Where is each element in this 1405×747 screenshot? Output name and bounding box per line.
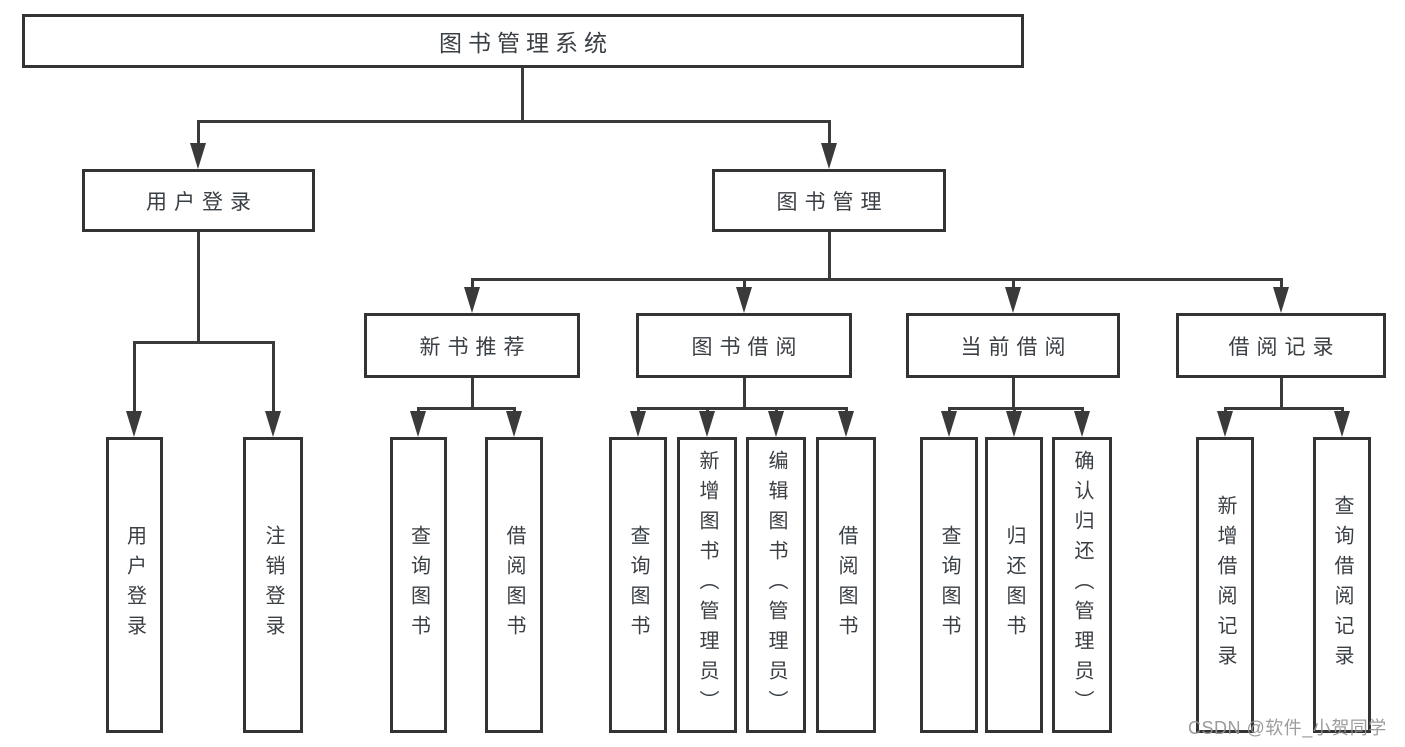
connector-stem-root bbox=[520, 68, 524, 123]
arrow-down-icon bbox=[941, 411, 957, 437]
arrow-down-icon bbox=[1006, 411, 1022, 437]
node-leaf-borrow-book-recommend: 借阅图书 bbox=[485, 437, 543, 733]
connector-bar-borrow-record bbox=[1223, 407, 1344, 410]
node-label-leaf-add-book-admin: 新增图书（管理员） bbox=[696, 450, 718, 720]
arrow-down-icon bbox=[410, 411, 426, 437]
node-leaf-return-book: 归还图书 bbox=[985, 437, 1043, 733]
arrow-down-icon bbox=[736, 287, 752, 313]
connector-drop-user-login bbox=[271, 341, 275, 427]
node-label-leaf-confirm-return-admin: 确认归还（管理员） bbox=[1071, 450, 1093, 720]
arrow-down-icon bbox=[464, 287, 480, 313]
node-label-new-book-recommend: 新书推荐 bbox=[419, 335, 532, 359]
connector-drop-root bbox=[196, 120, 200, 159]
arrow-down-icon bbox=[265, 411, 281, 437]
arrow-down-icon bbox=[1334, 411, 1350, 437]
arrow-down-icon bbox=[838, 411, 854, 437]
node-root: 图书管理系统 bbox=[22, 14, 1024, 68]
arrow-down-icon bbox=[699, 411, 715, 437]
node-leaf-query-book-borrow: 查询图书 bbox=[609, 437, 667, 733]
node-label-leaf-query-book-borrow: 查询图书 bbox=[627, 525, 649, 645]
arrow-down-icon bbox=[506, 411, 522, 437]
node-leaf-logout-login: 注销登录 bbox=[243, 437, 303, 733]
node-borrow-record: 借阅记录 bbox=[1176, 313, 1386, 378]
watermark: CSDN @软件_小贺同学 bbox=[1188, 718, 1387, 738]
arrow-down-icon bbox=[768, 411, 784, 437]
node-leaf-user-login: 用户登录 bbox=[106, 437, 163, 733]
node-label-leaf-query-borrow-record: 查询借阅记录 bbox=[1331, 495, 1353, 675]
node-label-borrow-record: 借阅记录 bbox=[1228, 335, 1341, 359]
node-label-current-borrow: 当前借阅 bbox=[960, 335, 1073, 359]
node-label-book-borrow: 图书借阅 bbox=[691, 335, 804, 359]
node-label-leaf-query-book-recommend: 查询图书 bbox=[407, 525, 430, 645]
node-leaf-add-borrow-record: 新增借阅记录 bbox=[1196, 437, 1254, 733]
node-label-leaf-borrow-book: 借阅图书 bbox=[835, 525, 857, 645]
connector-bar-user-login bbox=[132, 341, 275, 344]
node-label-book-management: 图书管理 bbox=[776, 190, 889, 214]
arrow-down-icon bbox=[630, 411, 646, 437]
node-label-user-login: 用户登录 bbox=[146, 190, 258, 214]
node-label-leaf-return-book: 归还图书 bbox=[1003, 525, 1025, 645]
node-label-leaf-borrow-book-recommend: 借阅图书 bbox=[503, 525, 525, 645]
connector-stem-borrow-record bbox=[1279, 378, 1283, 410]
arrow-down-icon bbox=[821, 143, 837, 169]
node-label-leaf-add-borrow-record: 新增借阅记录 bbox=[1214, 495, 1236, 675]
arrow-down-icon bbox=[1273, 287, 1289, 313]
arrow-down-icon bbox=[1217, 411, 1233, 437]
node-label-leaf-user-login: 用户登录 bbox=[123, 525, 146, 645]
connector-bar-root bbox=[196, 120, 831, 123]
connector-drop-user-login bbox=[132, 341, 136, 427]
node-leaf-query-book-current: 查询图书 bbox=[920, 437, 978, 733]
node-leaf-query-borrow-record: 查询借阅记录 bbox=[1313, 437, 1371, 733]
connector-stem-new-book-recommend bbox=[470, 378, 474, 410]
node-book-management: 图书管理 bbox=[712, 169, 946, 232]
arrow-down-icon bbox=[1074, 411, 1090, 437]
connector-stem-book-management bbox=[827, 232, 831, 281]
node-leaf-add-book-admin: 新增图书（管理员） bbox=[677, 437, 737, 733]
arrow-down-icon bbox=[190, 143, 206, 169]
node-leaf-edit-book-admin: 编辑图书（管理员） bbox=[746, 437, 806, 733]
connector-stem-book-borrow bbox=[742, 378, 746, 410]
connector-drop-root bbox=[827, 120, 831, 159]
connector-bar-book-borrow bbox=[636, 407, 848, 410]
node-label-root: 图书管理系统 bbox=[439, 30, 613, 56]
arrow-down-icon bbox=[1005, 287, 1021, 313]
connector-stem-current-borrow bbox=[1011, 378, 1015, 410]
connector-stem-user-login bbox=[196, 232, 200, 344]
node-book-borrow: 图书借阅 bbox=[636, 313, 852, 378]
node-leaf-query-book-recommend: 查询图书 bbox=[390, 437, 447, 733]
connector-bar-book-management bbox=[470, 278, 1283, 281]
connector-bar-new-book-recommend bbox=[416, 407, 516, 410]
node-user-login: 用户登录 bbox=[82, 169, 315, 232]
node-leaf-confirm-return-admin: 确认归还（管理员） bbox=[1052, 437, 1112, 733]
node-label-leaf-edit-book-admin: 编辑图书（管理员） bbox=[765, 450, 787, 720]
node-current-borrow: 当前借阅 bbox=[906, 313, 1120, 378]
connector-bar-current-borrow bbox=[947, 407, 1084, 410]
arrow-down-icon bbox=[126, 411, 142, 437]
node-label-leaf-logout-login: 注销登录 bbox=[262, 525, 284, 645]
node-label-leaf-query-book-current: 查询图书 bbox=[938, 525, 960, 645]
node-new-book-recommend: 新书推荐 bbox=[364, 313, 580, 378]
node-leaf-borrow-book: 借阅图书 bbox=[816, 437, 876, 733]
